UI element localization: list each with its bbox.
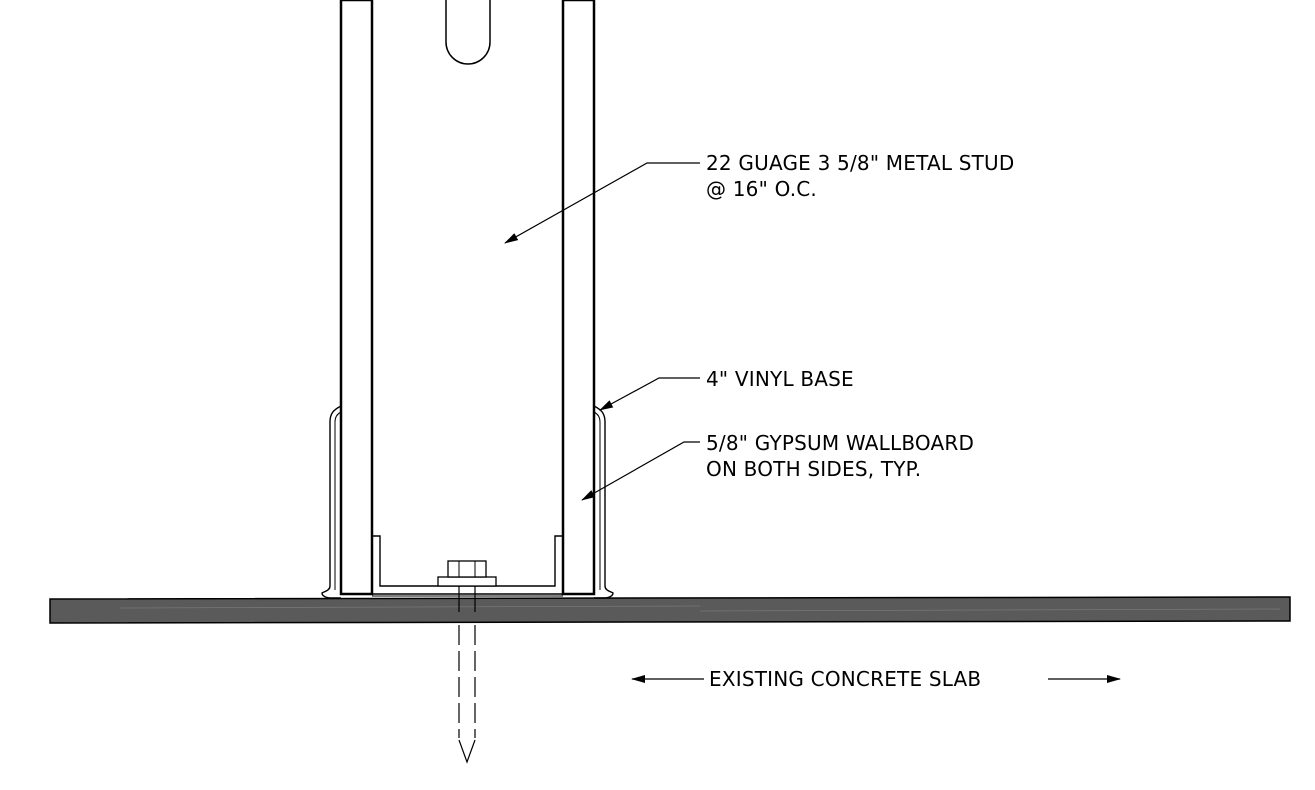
vinyl-base-callout: 4" VINYL BASE (706, 366, 854, 392)
gypsum-callout-line-1: 5/8" GYPSUM WALLBOARD (706, 431, 975, 455)
vinyl-base-right (593, 405, 614, 599)
anchor-tip (458, 739, 476, 764)
slab-hatch-line (119, 605, 701, 609)
metal-stud-callout-line-1: 22 GUAGE 3 5/8" METAL STUD (706, 151, 1015, 175)
vinyl-base-callout-line-1: 4" VINYL BASE (706, 367, 854, 391)
anchor-nut (447, 560, 487, 578)
gypsum-callout: 5/8" GYPSUM WALLBOARD ON BOTH SIDES, TYP… (706, 430, 974, 482)
vinyl-base-left (321, 405, 342, 599)
slab-hatch-line (699, 608, 1281, 612)
concrete-slab-callout-line-1: EXISTING CONCRETE SLAB (709, 667, 982, 691)
vinyl-base-right-inner (593, 411, 601, 590)
anchor-washer (437, 576, 497, 587)
gypsum-board-left (339, 0, 374, 596)
gypsum-callout-line-2: ON BOTH SIDES, TYP. (706, 457, 922, 481)
base-leader (599, 377, 700, 411)
gypsum-board-right (561, 0, 596, 596)
stud-punchout (445, 0, 491, 65)
metal-stud-callout-line-2: @ 16" O.C. (706, 177, 817, 201)
vinyl-base-left-inner (334, 411, 342, 590)
metal-stud-callout: 22 GUAGE 3 5/8" METAL STUD @ 16" O.C. (706, 150, 1014, 202)
concrete-slab (49, 596, 1291, 624)
stud-leader (504, 162, 700, 244)
gypsum-leader (581, 441, 700, 501)
concrete-slab-callout: EXISTING CONCRETE SLAB (709, 666, 981, 692)
